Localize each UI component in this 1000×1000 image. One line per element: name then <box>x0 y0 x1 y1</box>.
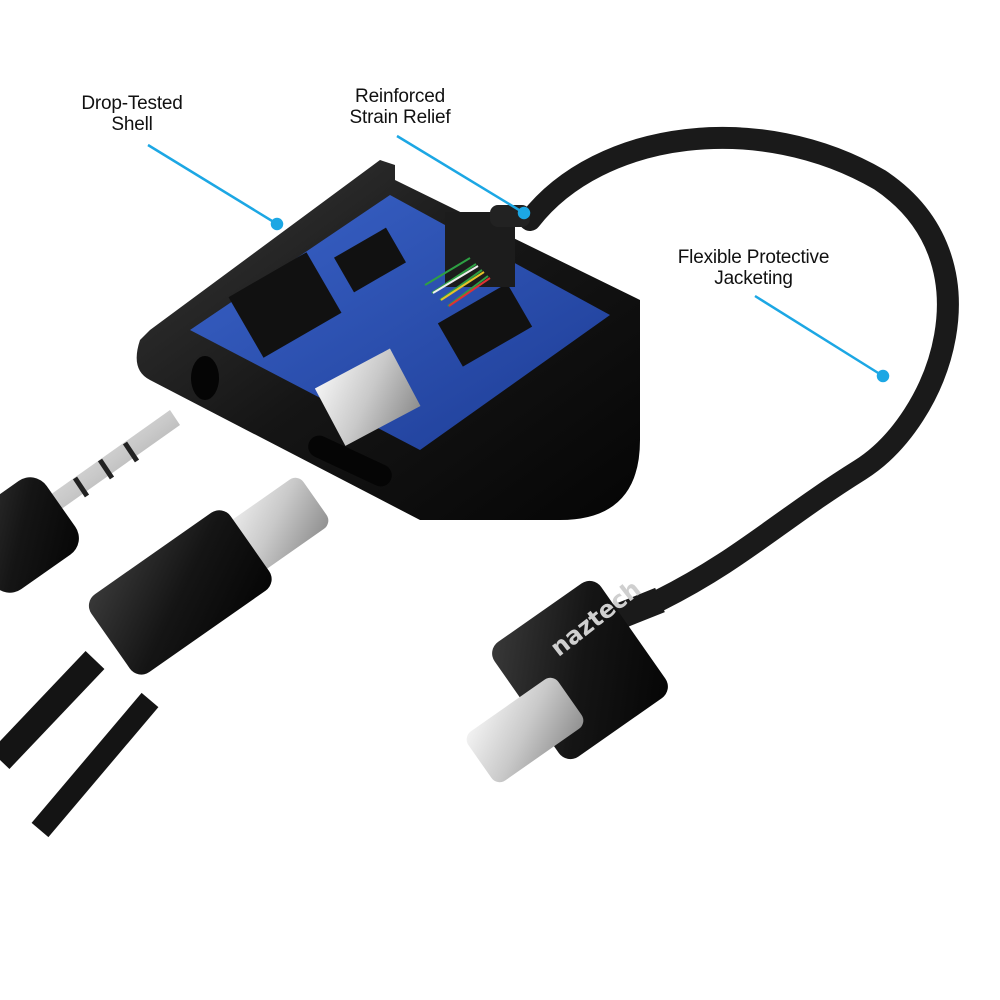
audio-jack-plug <box>0 410 180 593</box>
adapter-shell <box>136 160 640 520</box>
callout-lines <box>147 134 890 383</box>
callout-line1: Flexible Protective <box>677 247 830 268</box>
usb-c-plug-right <box>466 580 668 783</box>
callout-line2: Jacketing <box>714 268 793 289</box>
callout-line1: Drop-Tested <box>81 93 183 114</box>
callout-reinforced-strain-relief: Reinforced Strain Relief <box>330 86 470 128</box>
usb-c-plug-left <box>0 477 329 838</box>
callout-flexible-protective-jacketing: Flexible Protective Jacketing <box>656 247 851 289</box>
cable <box>519 127 959 611</box>
callout-drop-tested-shell: Drop-Tested Shell <box>72 93 192 135</box>
callout-line2: Shell <box>111 114 153 135</box>
callout-line2: Strain Relief <box>349 107 451 128</box>
callout-line1: Reinforced <box>355 86 445 107</box>
